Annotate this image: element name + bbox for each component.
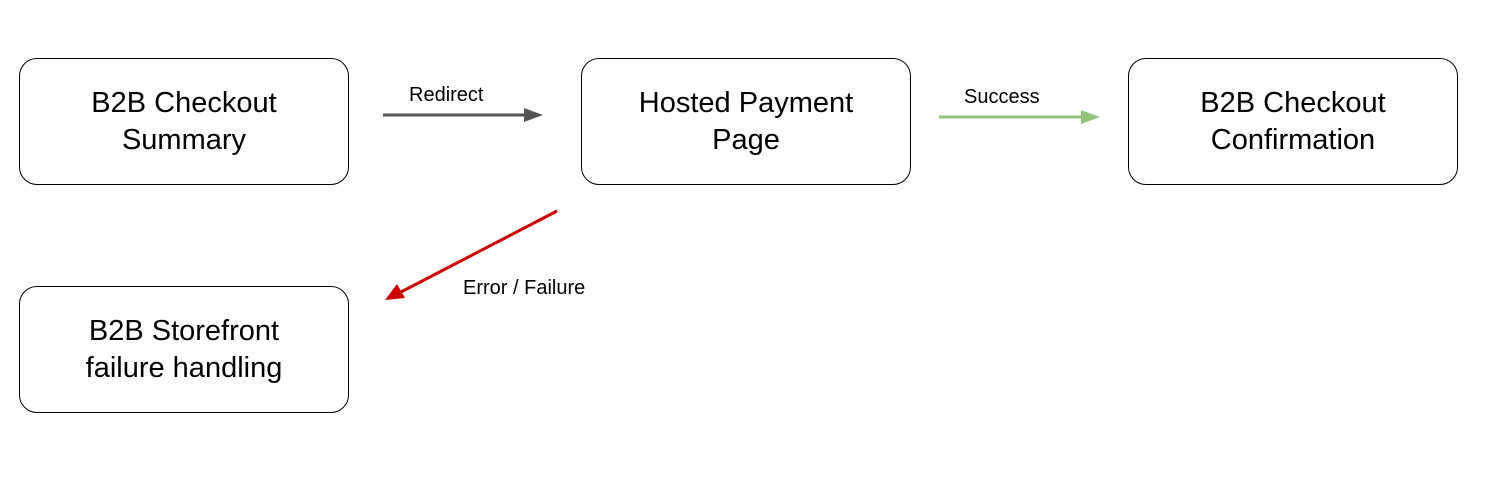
edge-success bbox=[939, 110, 1100, 124]
success-arrow-head bbox=[1081, 110, 1100, 124]
node-b2b-storefront-failure-handling: B2B Storefront failure handling bbox=[19, 286, 349, 413]
node-label-line-2: Confirmation bbox=[1210, 123, 1376, 156]
failure-arrow-head bbox=[385, 284, 405, 300]
node-label-line-1: B2B Storefront bbox=[88, 314, 280, 347]
edge-label-success: Success bbox=[964, 86, 1040, 108]
redirect-arrow-head bbox=[524, 108, 543, 122]
node-label-line-1: B2B Checkout bbox=[1200, 86, 1386, 119]
node-label-line-2: Summary bbox=[121, 123, 247, 156]
node-label-line-2: failure handling bbox=[85, 351, 283, 384]
node-label-line-2: Page bbox=[712, 123, 780, 156]
failure-arrow-line bbox=[400, 209, 558, 294]
edge-failure bbox=[385, 209, 558, 300]
edge-label-failure: Error / Failure bbox=[463, 277, 586, 299]
node-label: Hosted Payment Page bbox=[639, 85, 853, 159]
node-b2b-checkout-summary: B2B Checkout Summary bbox=[19, 58, 349, 185]
node-label-line-1: B2B Checkout bbox=[91, 86, 277, 119]
edge-redirect bbox=[383, 108, 543, 122]
node-label: B2B Storefront failure handling bbox=[86, 313, 283, 387]
node-label: B2B Checkout Confirmation bbox=[1200, 85, 1385, 159]
node-hosted-payment-page: Hosted Payment Page bbox=[581, 58, 911, 185]
node-label-line-1: Hosted Payment bbox=[638, 86, 854, 119]
edge-label-redirect: Redirect bbox=[409, 84, 484, 106]
node-label: B2B Checkout Summary bbox=[91, 85, 276, 159]
node-b2b-checkout-confirmation: B2B Checkout Confirmation bbox=[1128, 58, 1458, 185]
